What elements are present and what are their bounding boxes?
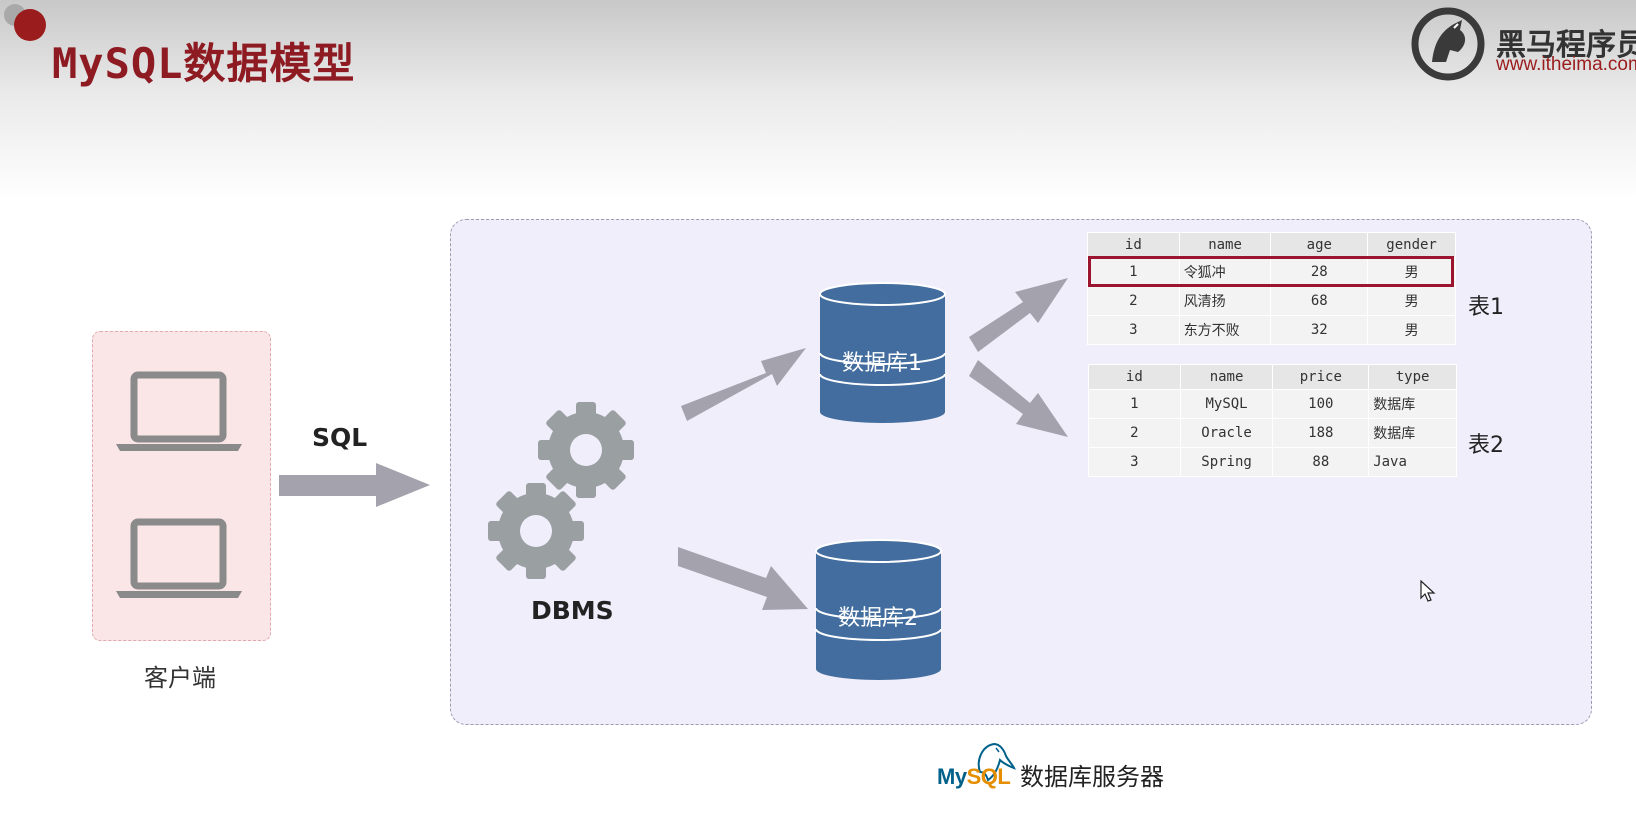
table-cell: 32 [1270,315,1369,345]
horse-logo-icon [1411,7,1485,81]
header-band [0,0,1636,200]
table-cell: 1 [1087,257,1180,287]
column-header: id [1087,232,1180,258]
table-cell: 188 [1272,418,1370,448]
database-1-label: 数据库1 [842,351,922,376]
column-header: type [1368,364,1457,390]
table-cell: 3 [1088,447,1181,477]
table-row: 3 Spring 88 Java [1088,447,1457,477]
table-row: 2 风清扬 68 男 [1087,286,1456,316]
highlighted-row-outline [1088,256,1454,287]
table-cell: 风清扬 [1178,286,1272,316]
table-2-label: 表2 [1468,433,1504,458]
database-server-label: 数据库服务器 [1020,763,1164,791]
table-cell: 男 [1367,257,1456,287]
database-2-label: 数据库2 [838,606,918,631]
page-title: MySQL数据模型 [52,39,356,88]
table-cell: 2 [1087,286,1180,316]
table-cell: 1 [1088,389,1181,419]
table-cell: 2 [1088,418,1181,448]
table-header-row: id name price type [1088,364,1457,390]
column-header: name [1179,364,1274,390]
table-cell: 68 [1270,286,1369,316]
column-header: id [1088,364,1181,390]
sql-label: SQL [312,423,368,452]
table-cell: Spring [1179,447,1274,477]
title-bullet-red [14,9,46,41]
brand-name: 黑马程序员 [1496,28,1636,63]
table-cell: 男 [1367,286,1456,316]
table-row: 2 Oracle 188 数据库 [1088,418,1457,448]
table-cell: 28 [1270,257,1369,287]
table-1-label: 表1 [1468,295,1504,320]
table-cell: 3 [1087,315,1180,345]
table-cell: 数据库 [1368,418,1457,448]
mysql-logo-sql: SQL [966,764,1011,789]
table-row: 1 令狐冲 28 男 [1087,257,1456,287]
table-cell: Java [1368,447,1457,477]
table-cell: 男 [1367,315,1456,345]
column-header: age [1270,232,1369,258]
brand-logo: 黑马程序员 www.itheima.com [1410,6,1636,82]
mysql-logo-text: MySQL [937,764,1011,790]
table-row: 1 MySQL 100 数据库 [1088,389,1457,419]
table-cell: Oracle [1179,418,1274,448]
column-header: name [1178,232,1272,258]
client-label: 客户端 [144,664,216,692]
client-panel [92,331,271,641]
table-cell: 东方不败 [1178,315,1272,345]
table-cell: MySQL [1179,389,1274,419]
dbms-label: DBMS [531,596,614,625]
table-2: id name price type 1 MySQL 100 数据库 2 Ora… [1088,364,1457,477]
table-row: 3 东方不败 32 男 [1087,315,1456,345]
mysql-dolphin-icon [977,742,1016,782]
table-cell: 令狐冲 [1178,257,1272,287]
table-cell: 88 [1272,447,1370,477]
table-header-row: id name age gender [1087,232,1456,258]
table-cell: 数据库 [1368,389,1457,419]
sql-arrow [279,463,430,507]
brand-url: www.itheima.com [1496,54,1636,75]
table-cell: 100 [1272,389,1370,419]
mysql-logo-my: My [937,764,967,789]
mouse-cursor-icon [1420,580,1436,602]
table-1: id name age gender 1 令狐冲 28 男 2 风清扬 68 男… [1087,232,1456,345]
column-header: gender [1367,232,1456,258]
column-header: price [1272,364,1370,390]
